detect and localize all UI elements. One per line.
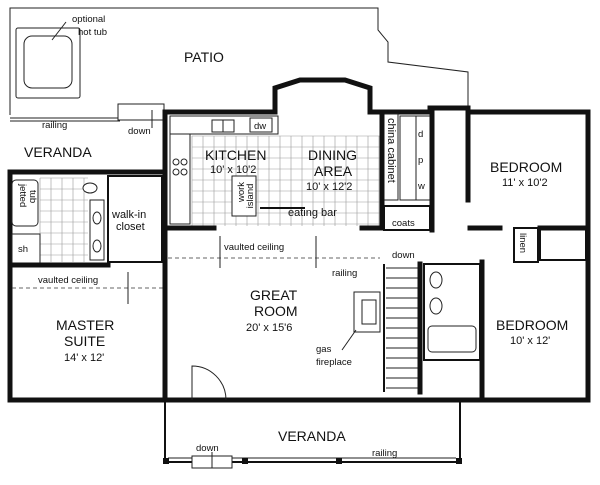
linen-label: linen (517, 233, 528, 253)
master-dim: 14' x 12' (64, 352, 104, 364)
pantry-d: d (418, 129, 423, 140)
dishwasher (249, 117, 273, 133)
great-room-dim: 20' x 15'6 (246, 322, 292, 334)
pantry-w: w (417, 181, 425, 192)
great-room-label-1: GREAT (250, 287, 298, 303)
bedroom1-label: BEDROOM (490, 159, 562, 175)
stair-railing-label: railing (332, 268, 357, 279)
stove-burner-4 (180, 168, 188, 176)
patio-outline (9, 7, 469, 115)
hot-tub-label-2: hot tub (78, 27, 107, 38)
kitchen-dim: 10' x 10'2 (210, 164, 256, 176)
work-island-label-2: island (245, 184, 256, 209)
dining-label-1: DINING (308, 147, 357, 163)
porch-post-3 (242, 458, 248, 464)
stove-burner-2 (180, 158, 188, 166)
coats-label: coats (392, 218, 415, 229)
bath2-tub (427, 325, 477, 353)
top-railing-label: railing (42, 120, 67, 131)
jetted-tub-label-1: jetted (17, 183, 28, 207)
porch-post-2 (456, 458, 462, 464)
master-sink-1 (92, 211, 102, 225)
exterior-wall (7, 77, 591, 403)
kitchen-label: KITCHEN (205, 147, 266, 163)
hot-tub-inner (23, 35, 73, 89)
great-vaulted-label: vaulted ceiling (224, 242, 284, 253)
front-down-label: down (196, 443, 219, 454)
bedroom1-dim: 11' x 10'2 (502, 177, 548, 189)
interior-stairs (386, 267, 418, 389)
stove-burner-1 (172, 158, 180, 166)
pantry-p: p (418, 155, 423, 166)
stove-burner-3 (172, 168, 180, 176)
bath2-toilet (429, 297, 443, 315)
front-veranda-label: VERANDA (278, 428, 346, 444)
porch-post-1 (163, 458, 169, 464)
master-label-2: SUITE (64, 333, 105, 349)
kitchen-dining-floor-grid (191, 135, 380, 226)
dining-label-2: AREA (314, 163, 353, 179)
top-stair-down-label: down (128, 126, 151, 137)
shower (11, 233, 41, 265)
fireplace-label-1: gas (316, 344, 332, 355)
china-cabinet-label: china cabinet (385, 118, 397, 183)
shower-label: sh (18, 244, 28, 255)
hot-tub-leader (51, 21, 67, 41)
master-sink-2 (92, 239, 102, 253)
stair-down-label: down (392, 250, 415, 261)
bath2-sink (429, 271, 443, 289)
fireplace-insert (361, 299, 377, 325)
bedroom2-dim: 10' x 12' (510, 335, 550, 347)
walkin-closet (107, 175, 163, 263)
great-room-label-2: ROOM (254, 303, 298, 319)
dining-dim: 10' x 12'2 (306, 181, 352, 193)
bedroom1-closet (539, 227, 587, 261)
fireplace-label-2: fireplace (316, 357, 352, 368)
front-door-swing (191, 365, 227, 401)
master-vaulted-label: vaulted ceiling (38, 275, 98, 286)
dishwasher-label: dw (254, 121, 266, 132)
master-toilet (82, 182, 98, 194)
porch-post-4 (336, 458, 342, 464)
bedroom2-label: BEDROOM (496, 317, 568, 333)
kitchen-counter-left (169, 133, 191, 225)
work-island-label-1: work (236, 182, 247, 203)
master-label-1: MASTER (56, 317, 114, 333)
jetted-tub-label-2: tub (27, 190, 38, 203)
front-veranda-outline (164, 400, 461, 463)
master-bath-floor-grid (39, 177, 88, 262)
top-stair (117, 103, 165, 121)
jetted-tub (11, 179, 39, 227)
eating-bar-label: eating bar (288, 207, 337, 219)
walkin-label-2: closet (116, 221, 145, 233)
hot-tub-label-1: optional (72, 14, 105, 25)
front-railing-label: railing (372, 448, 397, 459)
work-island (231, 175, 257, 217)
fireplace-leader (341, 329, 357, 351)
linen-closet (513, 227, 539, 263)
patio-label: PATIO (184, 49, 224, 65)
walkin-label-1: walk-in (111, 209, 146, 221)
top-veranda-label: VERANDA (24, 144, 92, 160)
